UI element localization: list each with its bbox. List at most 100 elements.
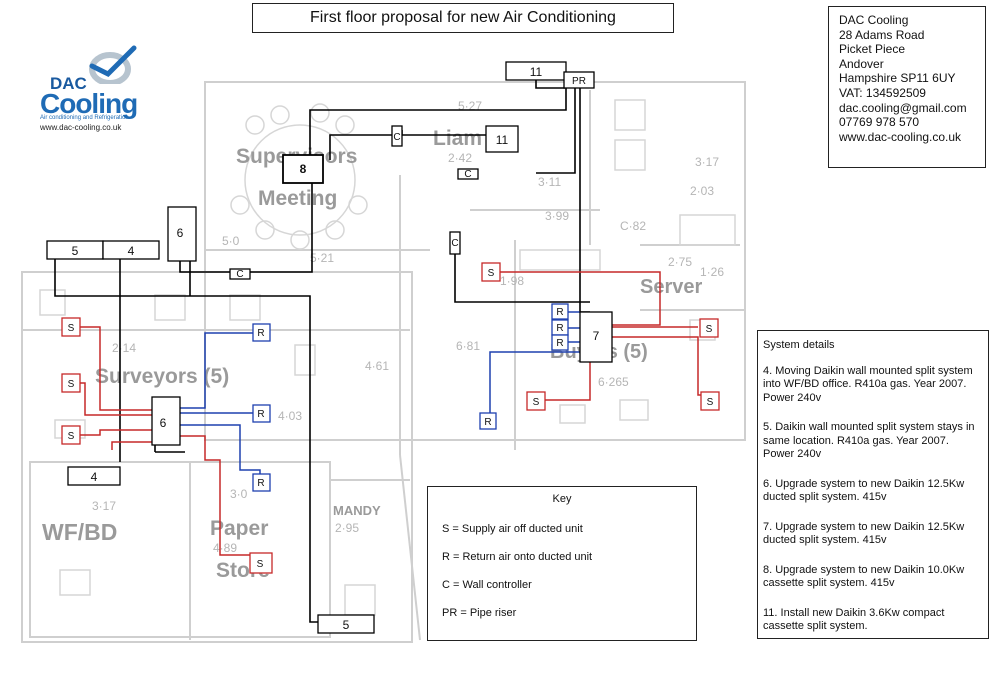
company-logo: DAC Cooling Air conditioning and Refrige… xyxy=(30,44,150,134)
control-wiring xyxy=(54,78,590,623)
dimension-label: 5·27 xyxy=(458,99,482,113)
unit-6-top[interactable]: 6 xyxy=(167,206,197,262)
logo-tagline: Air conditioning and Refrigeration xyxy=(40,115,129,121)
svg-text:5: 5 xyxy=(343,618,350,632)
svg-text:C: C xyxy=(393,132,400,143)
pipe-riser[interactable]: PR xyxy=(563,71,595,89)
legend-key: Key S = Supply air off ducted unit R = R… xyxy=(427,486,697,641)
unit-11-top[interactable]: 11 xyxy=(505,61,567,81)
return-grille[interactable]: R xyxy=(479,412,497,430)
unit-8[interactable]: 8 xyxy=(282,154,324,184)
svg-text:5: 5 xyxy=(72,244,79,258)
system-detail-item: 6. Upgrade system to new Daikin 12.5Kw d… xyxy=(763,477,965,504)
dimension-labels: 5·27 2·42 3·11 3·99 3·17 2·03 C·82 2·75 … xyxy=(92,99,724,555)
room-liam-label: Liam xyxy=(433,127,482,150)
unit-4-bottom[interactable]: 4 xyxy=(67,466,121,486)
address-line: Andover xyxy=(839,56,884,71)
svg-text:S: S xyxy=(707,397,714,408)
svg-text:S: S xyxy=(533,397,540,408)
key-item: S = Supply air off ducted unit xyxy=(442,523,583,535)
return-grille[interactable]: R xyxy=(551,334,569,351)
svg-text:R: R xyxy=(257,409,264,420)
room-wfbd-label: WF/BD xyxy=(42,519,117,545)
dimension-label: 3·11 xyxy=(538,175,561,189)
supply-grille[interactable]: S xyxy=(61,317,81,337)
key-item: PR = Pipe riser xyxy=(442,607,517,619)
svg-text:7: 7 xyxy=(593,329,600,343)
svg-text:11: 11 xyxy=(496,133,509,147)
address-line: DAC Cooling xyxy=(839,13,909,27)
logo-website: www.dac-cooling.co.uk xyxy=(40,123,122,132)
svg-text:S: S xyxy=(68,431,75,442)
supply-grille[interactable]: S xyxy=(481,262,501,282)
svg-text:R: R xyxy=(257,478,264,489)
svg-text:PR: PR xyxy=(572,76,586,87)
return-grilles: R R R R R R R xyxy=(252,303,569,492)
return-grille[interactable]: R xyxy=(551,319,569,336)
dimension-label: 2·14 xyxy=(112,341,136,355)
unit-7[interactable]: 7 xyxy=(579,311,613,363)
system-detail-item: 5. Daikin wall mounted split system stay… xyxy=(763,421,975,460)
system-details-heading: System details xyxy=(763,339,835,351)
supply-ducts xyxy=(80,271,710,556)
dimension-label: 3·99 xyxy=(545,209,569,223)
svg-text:S: S xyxy=(68,323,75,334)
address-line: Picket Piece xyxy=(839,42,906,57)
unit-5-top[interactable]: 5 xyxy=(46,240,104,260)
address-line: Hampshire SP11 6UY xyxy=(839,71,956,86)
company-address: DAC Cooling 28 Adams Road Picket Piece A… xyxy=(828,6,986,168)
dimension-label: 6·265 xyxy=(598,375,629,389)
dimension-label: 4·89 xyxy=(213,541,237,555)
dimension-label: 4·61 xyxy=(365,359,389,373)
unit-4-top[interactable]: 4 xyxy=(102,240,160,260)
return-grille[interactable]: R xyxy=(551,303,569,320)
email-text: dac.cooling@gmail.com xyxy=(839,100,967,115)
wall-controller[interactable]: C xyxy=(229,268,251,280)
wall-controller[interactable]: C xyxy=(391,125,403,147)
system-detail-item: 11. Install new Daikin 3.6Kw compact cas… xyxy=(763,606,945,633)
supply-grille[interactable]: S xyxy=(249,552,273,574)
svg-text:6: 6 xyxy=(160,416,167,430)
system-detail-item: 8. Upgrade system to new Daikin 10.0Kw c… xyxy=(763,563,965,590)
return-grille[interactable]: R xyxy=(252,323,271,342)
dimension-label: 1·98 xyxy=(500,274,524,288)
floor-plan-furniture xyxy=(39,99,736,616)
dimension-label: 2·95 xyxy=(335,521,359,535)
system-detail-item: 7. Upgrade system to new Daikin 12.5Kw d… xyxy=(763,520,965,547)
svg-text:S: S xyxy=(68,379,75,390)
svg-text:R: R xyxy=(556,307,563,318)
supply-grille[interactable]: S xyxy=(699,318,719,338)
key-item: C = Wall controller xyxy=(442,579,532,591)
supply-grille[interactable]: S xyxy=(700,391,720,411)
dimension-label: 2·42 xyxy=(448,151,472,165)
unit-6[interactable]: 6 xyxy=(151,396,181,446)
key-item: R = Return air onto ducted unit xyxy=(442,551,593,563)
room-server-label: Server xyxy=(640,276,702,298)
svg-text:C: C xyxy=(451,238,458,249)
svg-text:4: 4 xyxy=(91,470,98,484)
wall-controller[interactable]: C xyxy=(457,168,479,180)
logo-swoosh-icon xyxy=(89,45,137,84)
dimension-label: C·82 xyxy=(620,219,646,233)
wall-controller[interactable]: C xyxy=(449,231,461,255)
key-heading: Key xyxy=(552,493,572,505)
svg-text:C: C xyxy=(236,269,243,280)
return-grille[interactable]: R xyxy=(252,404,271,423)
dimension-label: 5·0 xyxy=(222,234,240,248)
supply-grille[interactable]: S xyxy=(61,425,81,445)
svg-text:R: R xyxy=(556,323,563,334)
unit-5-bottom[interactable]: 5 xyxy=(317,614,375,634)
dimension-label: 2·75 xyxy=(668,255,692,269)
supply-grille[interactable]: S xyxy=(61,373,81,393)
return-grille[interactable]: R xyxy=(252,473,271,492)
floor-plan-background xyxy=(21,81,746,643)
supply-grille[interactable]: S xyxy=(526,391,546,411)
unit-11[interactable]: 11 xyxy=(485,125,519,153)
room-paper-label: Paper xyxy=(210,517,268,540)
dimension-label: 3·17 xyxy=(92,499,116,513)
dimension-label: 3·17 xyxy=(695,155,719,169)
room-surveyors-label: Surveyors (5) xyxy=(95,365,229,388)
logo-dac-text: DAC xyxy=(50,74,87,93)
system-detail-item: 4. Moving Daikin wall mounted split syst… xyxy=(763,364,973,404)
page-title: First floor proposal for new Air Conditi… xyxy=(252,3,674,33)
